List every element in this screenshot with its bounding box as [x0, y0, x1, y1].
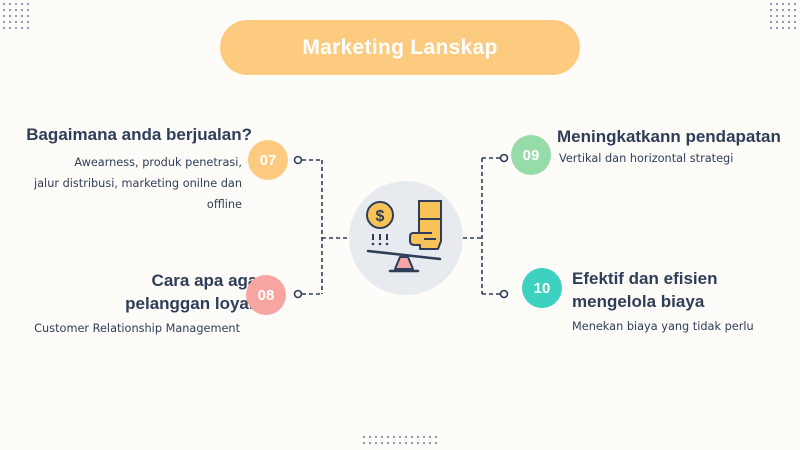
- svg-text:$: $: [376, 208, 385, 225]
- item-07-heading: Bagaimana anda berjualan?: [26, 125, 252, 144]
- item-09-heading: Meningkatkann pendapatan: [557, 127, 781, 146]
- item-10-description: Menekan biaya yang tidak perlu: [572, 320, 754, 333]
- badge-10-number: 10: [533, 279, 551, 297]
- item-07-description-line: jalur distribusi, marketing onilne dan: [34, 177, 242, 190]
- connector-node-07: [293, 155, 303, 165]
- badge-09-number: 09: [522, 146, 540, 164]
- item-09-description: Vertikal dan horizontal strategi: [559, 152, 734, 165]
- item-07-description-line: offline: [206, 198, 242, 211]
- item-07-description: Awearness, produk penetrasi, jalur distr…: [34, 152, 242, 215]
- item-10-heading-line: mengelola biaya: [572, 292, 705, 311]
- item-10-heading: Efektif dan efisien mengelola biaya: [572, 267, 717, 313]
- item-08-heading: Cara apa agar pelanggan loyal?: [125, 269, 264, 315]
- decorative-dots-bottom: [361, 434, 439, 448]
- decorative-dots-top-left: [1, 1, 31, 29]
- connector-node-08: [293, 289, 303, 299]
- connector-node-09: [499, 153, 509, 163]
- badge-07-number: 07: [259, 151, 277, 169]
- page-title: Marketing Lanskap: [302, 35, 498, 59]
- connector-node-10: [499, 289, 509, 299]
- balance-scale-money-hand-icon: $: [360, 195, 452, 285]
- badge-07: 07: [248, 140, 288, 180]
- item-07-description-line: Awearness, produk penetrasi,: [74, 156, 242, 169]
- center-circle: [349, 181, 463, 295]
- badge-09: 09: [511, 135, 551, 175]
- item-08-description: Customer Relationship Management: [34, 322, 240, 335]
- title-banner: Marketing Lanskap: [220, 20, 580, 75]
- item-08-heading-line: Cara apa agar: [151, 271, 264, 290]
- badge-08: 08: [246, 275, 286, 315]
- item-10-heading-line: Efektif dan efisien: [572, 269, 718, 288]
- decorative-dots-top-right: [768, 1, 798, 29]
- item-08-heading-line: pelanggan loyal?: [125, 294, 264, 313]
- badge-10: 10: [522, 268, 562, 308]
- badge-08-number: 08: [257, 286, 275, 304]
